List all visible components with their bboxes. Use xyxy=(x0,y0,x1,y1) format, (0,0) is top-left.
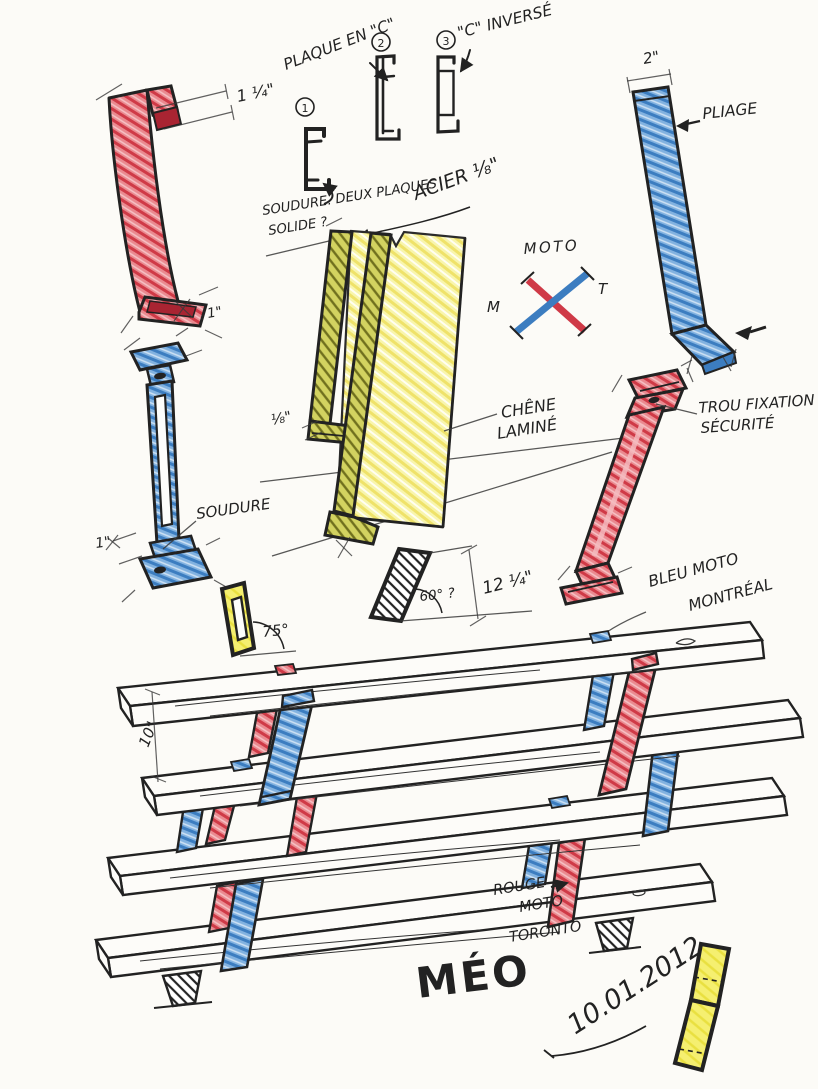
blue-arm xyxy=(513,270,591,335)
dim-2-label: 2" xyxy=(642,47,661,68)
red-tab xyxy=(273,663,298,676)
signature: MÉO xyxy=(413,944,533,1008)
bracket-foot xyxy=(137,547,214,590)
date-underline xyxy=(551,1025,647,1057)
acier-leader xyxy=(358,206,471,240)
blue-strap-fold xyxy=(280,688,316,709)
wood-grain xyxy=(174,669,541,707)
bench-foot-right xyxy=(588,916,642,954)
moto-m: M xyxy=(487,298,500,316)
wood-grain xyxy=(209,844,641,889)
arrow-to-glyph-1 xyxy=(322,182,338,205)
circle-1 xyxy=(295,97,315,117)
link-slot xyxy=(230,595,249,642)
z-foot xyxy=(559,575,624,606)
dim-1-14-label: 1 ¼" xyxy=(235,79,276,106)
trou-label-2: SÉCURITÉ xyxy=(700,413,776,437)
dim-18-label: ⅛" xyxy=(270,409,294,429)
circle-2 xyxy=(371,32,391,52)
bracket-hole-top xyxy=(154,372,166,380)
chene-note: CHÊNE LAMINÉ xyxy=(443,394,559,443)
blue-tab xyxy=(229,757,254,773)
plaque-glyph-3 xyxy=(436,55,460,134)
angle-75-label: 75° xyxy=(262,620,290,641)
circled-number-3: 3 xyxy=(443,35,450,48)
plank-3 xyxy=(105,776,789,897)
bleu-label-2: MONTRÉAL xyxy=(686,574,774,615)
bracket-hole-bottom xyxy=(154,566,166,574)
arrow-to-glyph-2 xyxy=(369,62,389,82)
soudure-label: SOUDURE xyxy=(195,495,272,523)
yellow-slab-piece: ⅛" xyxy=(270,217,467,559)
blue-tab xyxy=(588,629,613,645)
dim-1-blue-label: 1" xyxy=(94,534,111,552)
strip-end-face xyxy=(700,350,738,376)
construction-ticks xyxy=(557,348,737,581)
red-arm xyxy=(525,277,588,334)
plaque-diagrams: 1 2 3 PLAQUE EN "C" "C" INVERSÉ xyxy=(281,0,554,191)
steel-foot-b xyxy=(323,510,380,546)
wood-grain xyxy=(169,839,561,879)
construction-ticks xyxy=(301,217,353,559)
red-z-piece: TROU FIXATION SÉCURITÉ xyxy=(557,348,815,606)
arrow-to-glyph-3 xyxy=(459,49,474,73)
bench-assembly: 10" xyxy=(93,620,805,1009)
fixation-hole xyxy=(648,396,660,404)
bench-foot-left xyxy=(153,969,213,1009)
wood-grain xyxy=(199,751,601,797)
trou-label-1: TROU FIXATION xyxy=(698,391,815,417)
bracket-top-plate xyxy=(128,341,190,372)
plank-1 xyxy=(115,620,766,728)
bleu-label-1: BLEU MOTO xyxy=(646,550,740,591)
moto-t: T xyxy=(598,280,609,298)
fold-line xyxy=(678,1048,708,1055)
wood-grain xyxy=(209,669,651,717)
dim-12-14-label: 12 ¼" xyxy=(480,567,535,599)
wood-grain xyxy=(139,929,481,962)
c-inverse-label: "C" INVERSÉ xyxy=(455,0,554,42)
strip-upper xyxy=(631,85,708,336)
dim-1-red-label: 1" xyxy=(206,304,223,322)
angle-arc xyxy=(414,588,443,614)
circle-3 xyxy=(436,30,456,50)
plaque-glyph-2 xyxy=(375,54,401,141)
wood-knot xyxy=(632,889,646,897)
blue-strip-piece: 2" PLIAGE xyxy=(626,47,767,383)
bracket-slot xyxy=(153,393,174,528)
bend-arrow xyxy=(735,326,752,340)
construction-ticks xyxy=(95,83,223,339)
circled-number-2: 2 xyxy=(378,37,385,50)
fold-line xyxy=(693,976,724,983)
red-angle-piece: 1 ¼" 1" xyxy=(95,79,276,339)
hatched-link xyxy=(368,546,433,624)
angle-arc xyxy=(252,621,285,650)
angle-60-piece: 60° ? 12 ¼" xyxy=(368,544,535,627)
pliage-label: PLIAGE xyxy=(702,99,759,123)
strap-folds-front xyxy=(280,651,660,709)
moto-title: MOTO xyxy=(523,236,580,258)
blue-strap xyxy=(219,877,265,973)
bleu-moto-note: BLEU MOTO MONTRÉAL xyxy=(606,550,775,633)
acier-label: ACIER ⅛" xyxy=(408,153,502,205)
solide-label: SOLIDE ? xyxy=(267,215,328,239)
yellow-strip-bottom-right xyxy=(672,941,732,1073)
blue-strap xyxy=(175,806,205,854)
rouge-label-2: MOTO xyxy=(518,893,564,916)
arm-end-ticks xyxy=(509,266,595,340)
angle-60-label: 60° ? xyxy=(419,585,456,605)
blue-tab xyxy=(547,794,572,810)
blue-bracket-piece: 1" SOUDURE xyxy=(94,327,272,603)
circled-number-1: 1 xyxy=(302,102,309,115)
dim-2: 2" xyxy=(626,47,673,94)
dim-1-blue: 1" xyxy=(94,532,143,565)
red-strap-fold xyxy=(630,651,660,672)
rouge-arrow xyxy=(550,879,569,893)
wood-knot xyxy=(675,638,697,646)
moto-cross: MOTO M T xyxy=(487,236,609,340)
wood-grain xyxy=(159,931,561,970)
angle-75-piece: 75° xyxy=(219,580,297,658)
straps-gap-2 xyxy=(175,734,682,858)
